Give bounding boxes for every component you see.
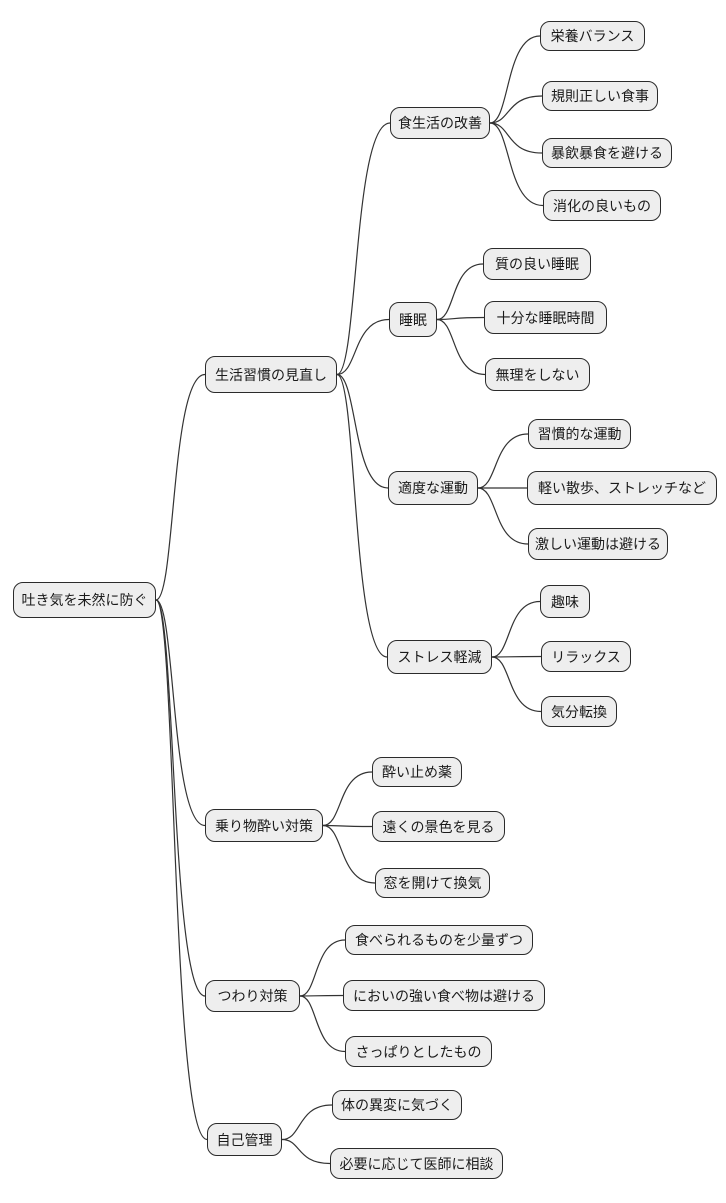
mindmap-edge [489, 122, 544, 207]
mindmap-node-morning-sickness[interactable]: つわり対策 [205, 980, 300, 1012]
mindmap-edge [489, 35, 541, 124]
mindmap-node-relax[interactable]: リラックス [541, 641, 631, 672]
mindmap-node-light-walk[interactable]: 軽い散歩、ストレッチなど [527, 471, 717, 505]
mindmap-node-diet[interactable]: 食生活の改善 [390, 107, 490, 139]
mindmap-node-light-food[interactable]: さっぱりとしたもの [345, 1036, 492, 1067]
mindmap-node-distant-view[interactable]: 遠くの景色を見る [372, 811, 505, 842]
mindmap-node-medicine[interactable]: 酔い止め薬 [372, 757, 462, 787]
mindmap-edge [491, 655, 542, 658]
mindmap-node-enough-sleep[interactable]: 十分な睡眠時間 [484, 301, 607, 334]
mindmap-node-motion-sickness[interactable]: 乗り物酔い対策 [205, 809, 323, 842]
mindmap-node-mood-change[interactable]: 気分転換 [541, 696, 617, 727]
mindmap-edge [299, 939, 346, 997]
mindmap-edge [336, 122, 391, 376]
mindmap-node-consult-doctor[interactable]: 必要に応じて医師に相談 [330, 1148, 503, 1179]
mindmap-edge [322, 824, 373, 828]
mindmap-node-root[interactable]: 吐き気を未然に防ぐ [13, 582, 156, 618]
mindmap-node-window-vent[interactable]: 窓を開けて換気 [375, 868, 490, 898]
mindmap-edge [336, 373, 389, 489]
mindmap-node-avoid-intense[interactable]: 激しい運動は避ける [528, 528, 668, 560]
mindmap-node-quality-sleep[interactable]: 質の良い睡眠 [483, 248, 591, 280]
mindmap-node-small-amounts[interactable]: 食べられるものを少量ずつ [345, 925, 533, 955]
mindmap-edge [489, 122, 543, 154]
mindmap-node-self-care[interactable]: 自己管理 [207, 1123, 282, 1156]
mindmap-edge [436, 316, 485, 321]
mindmap-node-avoid-smelly[interactable]: においの強い食べ物は避ける [343, 980, 545, 1011]
mindmap-edge [491, 656, 542, 713]
mindmap-node-lifestyle[interactable]: 生活習慣の見直し [205, 356, 337, 393]
mindmap-edge [336, 373, 388, 658]
mindmap-edge [436, 263, 484, 321]
mindmap-edge [155, 599, 208, 1141]
mindmap-node-notice-body[interactable]: 体の異変に気づく [332, 1090, 462, 1120]
mindmap-node-nutrition[interactable]: 栄養バランス [540, 21, 645, 51]
mindmap-edge [436, 318, 486, 376]
mindmap-edge [336, 318, 390, 376]
mindmap-node-hobby[interactable]: 趣味 [540, 585, 590, 618]
mindmap-node-no-overwork[interactable]: 無理をしない [485, 358, 590, 391]
mindmap-edge [489, 95, 543, 124]
mindmap-edge [281, 1104, 333, 1141]
mindmap-node-regular-meals[interactable]: 規則正しい食事 [542, 81, 658, 111]
mindmap-edge [299, 994, 344, 997]
mindmap-node-stress[interactable]: ストレス軽減 [387, 640, 492, 674]
mindmap-edge [322, 771, 373, 827]
mindmap-edge [155, 373, 206, 601]
mindmap-node-digestible[interactable]: 消化の良いもの [543, 190, 661, 221]
mindmap-edge [477, 433, 529, 489]
mindmap-node-avoid-overeating[interactable]: 暴飲暴食を避ける [542, 138, 672, 168]
mindmap-edge [155, 599, 206, 827]
mindmap-edge [155, 599, 206, 997]
mindmap-edge [491, 600, 541, 658]
mindmap-node-exercise[interactable]: 適度な運動 [388, 471, 478, 505]
mindmap-edge [477, 487, 529, 545]
mindmap-edge [322, 824, 376, 884]
mindmap-node-sleep[interactable]: 睡眠 [389, 302, 437, 337]
mindmap-edge [281, 1138, 331, 1165]
mindmap-edge [299, 995, 346, 1053]
mindmap-node-habitual-exercise[interactable]: 習慣的な運動 [528, 419, 631, 449]
